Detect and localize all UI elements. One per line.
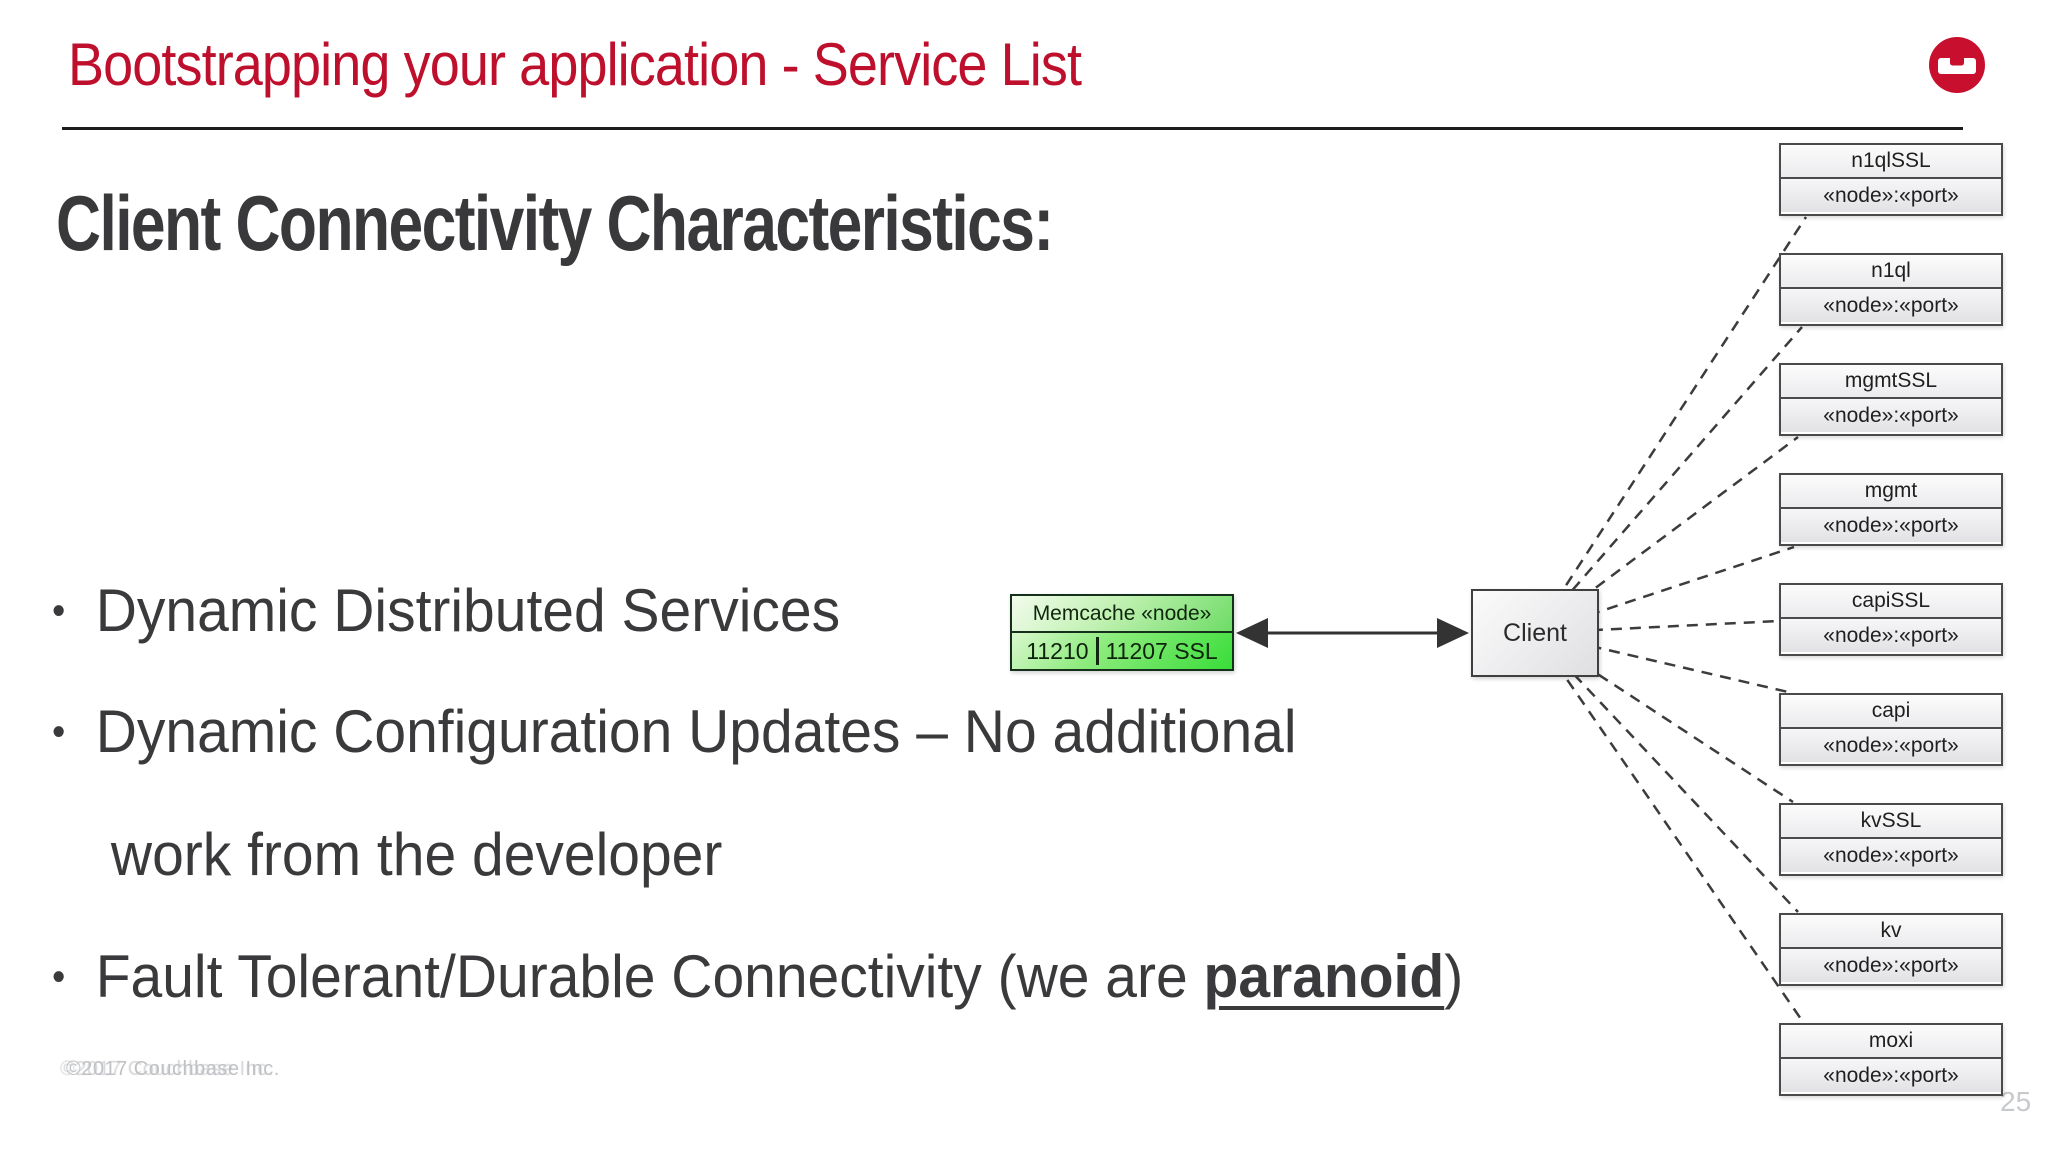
service-box-endpoint: «node»:«port» — [1781, 1059, 2001, 1092]
service-box-kv: kv «node»:«port» — [1779, 913, 2003, 986]
service-box-endpoint: «node»:«port» — [1781, 839, 2001, 872]
bullet-text: work from the developer — [110, 821, 723, 888]
bullet-continuation-line: work from the developer — [52, 818, 722, 892]
copyright-footer: ©2017 Couchbase Inc. — [66, 1058, 280, 1080]
service-box-endpoint: «node»:«port» — [1781, 399, 2001, 432]
memcache-node-box: Memcache «node» 11210 11207 SSL — [1010, 594, 1234, 671]
bullet-text: Dynamic Configuration Updates – No addit… — [95, 698, 1297, 765]
bullet-fault-tolerant: • Fault Tolerant/Durable Connectivity (w… — [52, 940, 1463, 1014]
bullet-marker: • — [52, 589, 66, 633]
port-divider — [1095, 637, 1099, 665]
connector-client-to-mgmtSSL — [1534, 435, 1799, 635]
service-box-mgmt: mgmt «node»:«port» — [1779, 473, 2003, 546]
memcache-node-ports: 11210 11207 SSL — [1012, 633, 1232, 669]
service-box-mgmtSSL: mgmtSSL «node»:«port» — [1779, 363, 2003, 436]
bullet-dynamic-distributed-services: • Dynamic Distributed Services — [52, 574, 840, 648]
client-box: Client — [1471, 589, 1599, 677]
service-box-moxi: moxi «node»:«port» — [1779, 1023, 2003, 1096]
slide-title: Bootstrapping your application - Service… — [68, 31, 1082, 98]
service-box-endpoint: «node»:«port» — [1781, 729, 2001, 762]
service-box-endpoint: «node»:«port» — [1781, 949, 2001, 982]
service-box-capiSSL: capiSSL «node»:«port» — [1779, 583, 2003, 656]
memcache-client-arrow — [1236, 618, 1469, 648]
memcache-port-plain: 11210 — [1026, 637, 1089, 664]
service-box-title: mgmtSSL — [1781, 365, 2001, 399]
service-box-title: capiSSL — [1781, 585, 2001, 619]
connector-client-to-moxi — [1533, 632, 1805, 1023]
service-box-title: kvSSL — [1781, 805, 2001, 839]
service-box-endpoint: «node»:«port» — [1781, 179, 2001, 212]
page-number: 25 — [2000, 1086, 2032, 1117]
service-box-endpoint: «node»:«port» — [1781, 509, 2001, 542]
title-divider — [62, 127, 1963, 130]
connector-client-to-n1qlSSL — [1533, 216, 1808, 634]
memcache-node-title: Memcache «node» — [1012, 596, 1232, 633]
service-box-capi: capi «node»:«port» — [1779, 693, 2003, 766]
service-box-endpoint: «node»:«port» — [1781, 619, 2001, 652]
service-box-n1qlSSL: n1qlSSL «node»:«port» — [1779, 143, 2003, 216]
service-box-title: mgmt — [1781, 475, 2001, 509]
service-box-endpoint: «node»:«port» — [1781, 289, 2001, 322]
couchbase-logo-icon — [1929, 37, 1985, 93]
service-box-title: kv — [1781, 915, 2001, 949]
bullet-marker: • — [52, 710, 66, 754]
page-heading: Client Connectivity Characteristics: — [56, 179, 1054, 267]
bullet-dynamic-configuration-updates: • Dynamic Configuration Updates – No add… — [52, 695, 1297, 769]
bullet-marker: • — [52, 955, 66, 999]
connector-client-to-kv — [1534, 632, 1799, 913]
paranoid-emphasis: paranoid — [1203, 943, 1445, 1010]
service-box-kvSSL: kvSSL «node»:«port» — [1779, 803, 2003, 876]
memcache-port-ssl: 11207 SSL — [1105, 637, 1218, 664]
bullet-text: Dynamic Distributed Services — [95, 577, 841, 644]
service-box-title: capi — [1781, 695, 2001, 729]
connector-client-to-n1ql — [1534, 326, 1803, 634]
service-box-title: n1qlSSL — [1781, 145, 2001, 179]
bullet-text: Fault Tolerant/Durable Connectivity (we … — [95, 943, 1464, 1010]
service-box-title: n1ql — [1781, 255, 2001, 289]
connector-client-to-kvSSL — [1534, 631, 1794, 804]
service-box-n1ql: n1ql «node»:«port» — [1779, 253, 2003, 326]
service-box-title: moxi — [1781, 1025, 2001, 1059]
